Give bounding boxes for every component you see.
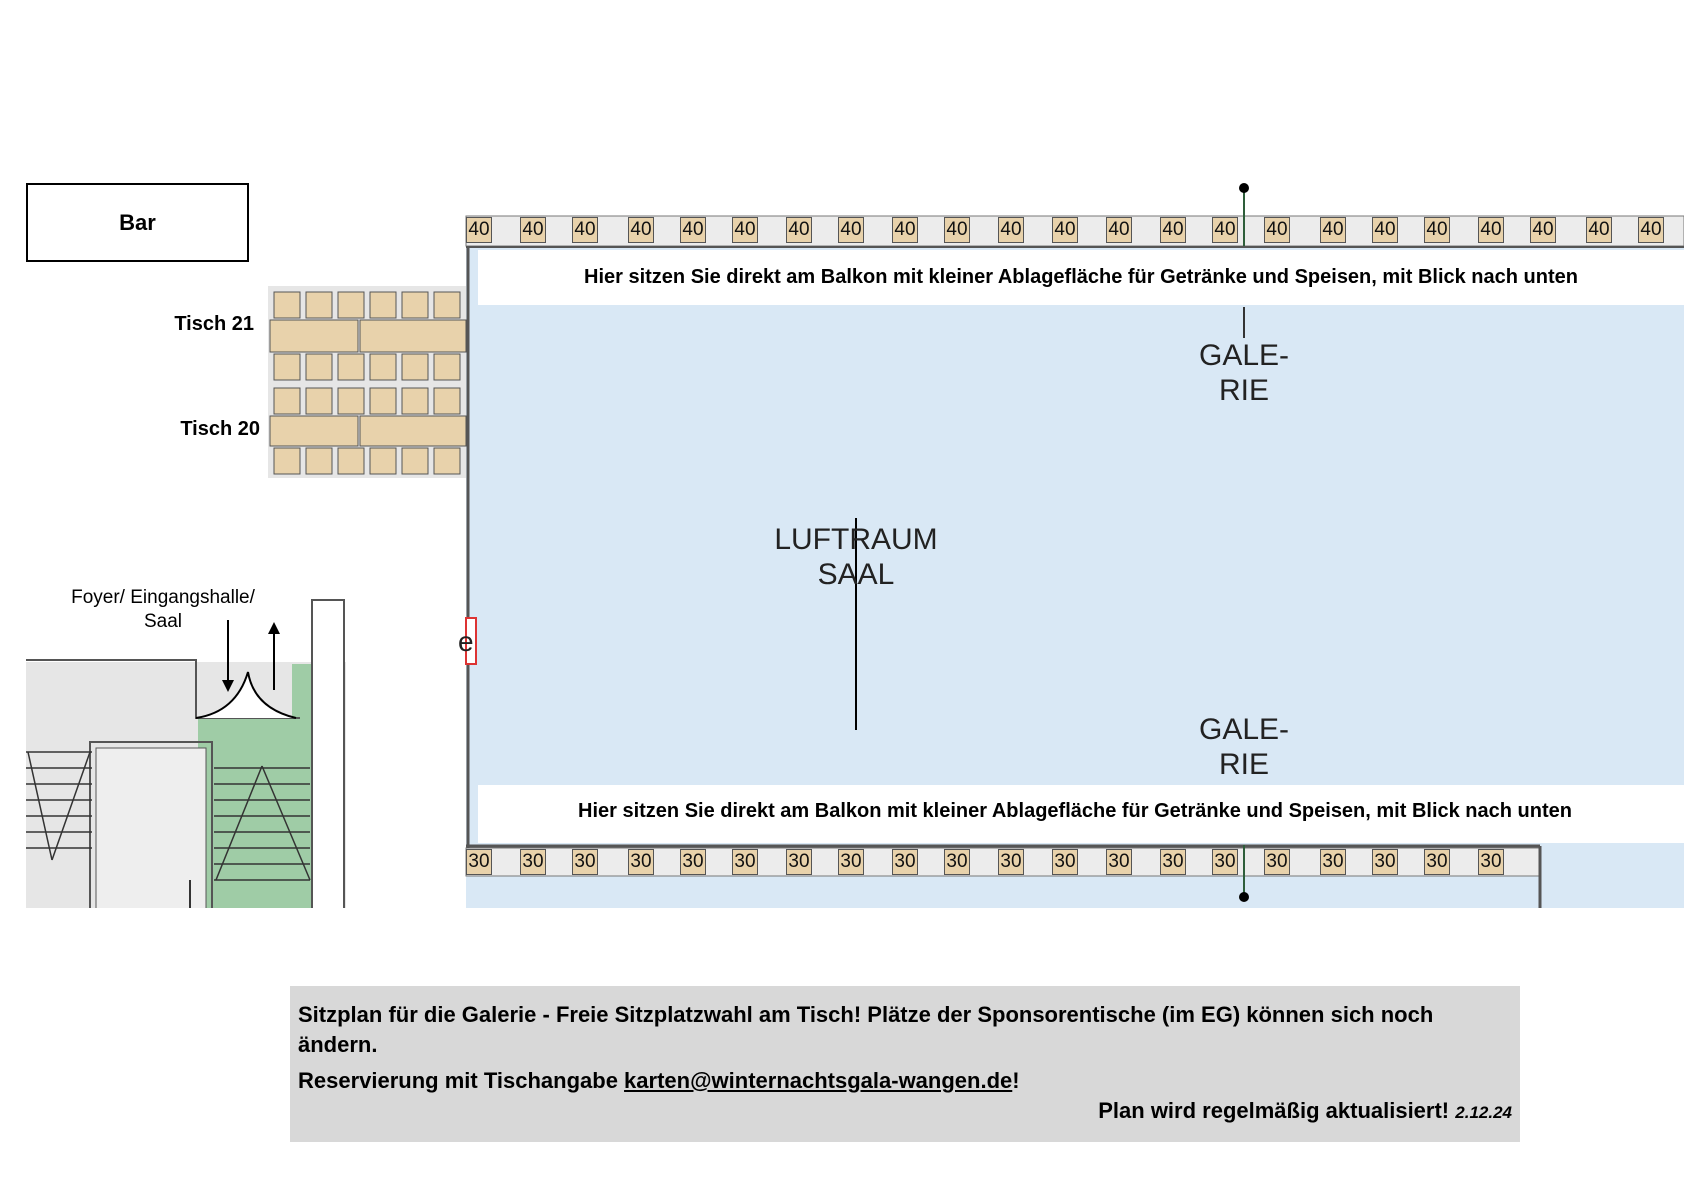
seat-box: 30	[786, 849, 812, 875]
reservation-prefix: Reservierung mit Tischangabe	[298, 1068, 625, 1093]
seat-box: 40	[1372, 217, 1398, 243]
seat-box: 30	[1106, 849, 1132, 875]
seat-box: 30	[998, 849, 1024, 875]
seat-box: 30	[466, 849, 492, 875]
foyer-label-line2: Saal	[143, 611, 183, 632]
table-20-board	[269, 415, 467, 447]
seat-box: 30	[1160, 849, 1186, 875]
info-update-row: Plan wird regelmäßig aktualisiert! 2.12.…	[298, 1096, 1512, 1128]
bar-area: Bar	[26, 183, 249, 262]
seat-box: 30	[1320, 849, 1346, 875]
luftraum-label: LUFTRAUM SAAL	[756, 522, 956, 592]
luftraum-line1: LUFTRAUM	[774, 523, 938, 556]
seat-box: 30	[1264, 849, 1290, 875]
galerie-bottom-line2: RIE	[1218, 748, 1269, 781]
seat-box: 30	[628, 849, 654, 875]
seat-box: 30	[572, 849, 598, 875]
reservation-suffix: !	[1012, 1068, 1020, 1093]
seat-box: 30	[944, 849, 970, 875]
bottom-balcony-note: Hier sitzen Sie direkt am Balkon mit kle…	[578, 800, 1572, 822]
foyer-label-line1: Foyer/ Eingangshalle/	[71, 587, 255, 608]
entrance-down-arrow-icon	[222, 620, 234, 692]
update-text: Plan wird regelmäßig aktualisiert!	[1098, 1098, 1450, 1123]
table-21-board	[269, 319, 467, 353]
seat-box: 30	[1372, 849, 1398, 875]
seat-box: 40	[1530, 217, 1556, 243]
update-date: 2.12.24	[1455, 1103, 1512, 1122]
seat-box: 40	[1052, 217, 1078, 243]
seat-box: 40	[628, 217, 654, 243]
seat-box: 30	[838, 849, 864, 875]
seat-box: 30	[680, 849, 706, 875]
bar-label: Bar	[119, 209, 156, 235]
seat-box: 40	[1424, 217, 1450, 243]
table-20-chairs-bottom	[273, 447, 461, 475]
seat-box: 40	[838, 217, 864, 243]
partial-glyph: e	[458, 626, 474, 657]
seat-box: 40	[572, 217, 598, 243]
top-balcony-note: Hier sitzen Sie direkt am Balkon mit kle…	[584, 266, 1578, 288]
staircase-area	[26, 599, 346, 911]
seat-box: 40	[1638, 217, 1664, 243]
seat-box: 40	[466, 217, 492, 243]
galerie-bottom-label: GALE- RIE	[1164, 712, 1324, 782]
info-box: Sitzplan für die Galerie - Freie Sitzpla…	[290, 986, 1520, 1142]
luftraum-line2: SAAL	[817, 558, 895, 591]
seat-box: 40	[892, 217, 918, 243]
seat-box: 40	[732, 217, 758, 243]
seat-box: 40	[944, 217, 970, 243]
seat-box: 40	[1320, 217, 1346, 243]
seat-box: 40	[1160, 217, 1186, 243]
galerie-bottom-line1: GALE-	[1198, 713, 1290, 746]
seat-box: 30	[892, 849, 918, 875]
info-reservation: Reservierung mit Tischangabe karten@wint…	[298, 1066, 1512, 1096]
seat-box: 40	[998, 217, 1024, 243]
seat-box: 40	[1212, 217, 1238, 243]
table-20-chairs-top	[273, 387, 461, 415]
seat-box: 30	[1052, 849, 1078, 875]
seat-box: 30	[1212, 849, 1238, 875]
exit-up-arrow-icon	[268, 622, 280, 690]
table-21-chairs-top	[273, 291, 461, 319]
bottom-balcony-strip	[478, 785, 1684, 843]
seat-box: 40	[1478, 217, 1504, 243]
table-20-label: Tisch 20	[180, 418, 260, 440]
axis-dot-bottom	[1239, 892, 1249, 902]
top-balcony-strip	[478, 250, 1684, 305]
email-link[interactable]: karten@winternachtsgala-wangen.de	[624, 1068, 1013, 1093]
seat-box: 40	[1106, 217, 1132, 243]
galerie-top-line1: GALE-	[1198, 339, 1290, 372]
table-21-chairs-bottom	[273, 353, 461, 381]
seat-box: 40	[786, 217, 812, 243]
table-21-label: Tisch 21	[174, 313, 254, 335]
seat-box: 40	[520, 217, 546, 243]
seat-box: 30	[1478, 849, 1504, 875]
seat-box: 30	[1424, 849, 1450, 875]
door-marker	[465, 617, 477, 665]
foyer-label: Foyer/ Eingangshalle/ Saal	[48, 586, 278, 634]
seat-box: 40	[1264, 217, 1290, 243]
seat-box: 40	[1586, 217, 1612, 243]
seat-box: 30	[520, 849, 546, 875]
axis-dot-top	[1239, 183, 1249, 193]
galerie-top-label: GALE- RIE	[1164, 338, 1324, 408]
info-line1: Sitzplan für die Galerie - Freie Sitzpla…	[298, 1002, 1434, 1057]
seat-box: 40	[680, 217, 706, 243]
galerie-top-line2: RIE	[1218, 374, 1269, 407]
seat-box: 30	[732, 849, 758, 875]
